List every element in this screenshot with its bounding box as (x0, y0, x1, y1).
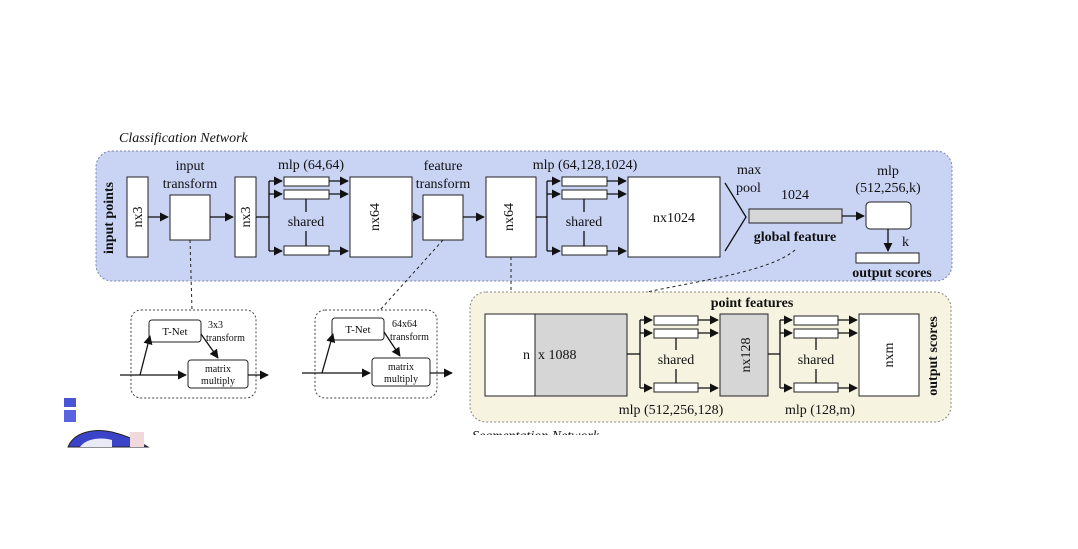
global-feature-label: global feature (754, 230, 837, 245)
mlp-64-64-label: mlp (64,64) (278, 158, 344, 173)
n-x-1088-white (484, 313, 536, 397)
input-points-label: input points (102, 181, 117, 254)
dim-1024-label: 1024 (781, 188, 809, 203)
input-transform-label-2: transform (163, 177, 218, 192)
tnet-input-box (148, 319, 202, 343)
nxm-label: nxm (882, 342, 897, 367)
tnet-feature-transform-1: 64x64 (392, 319, 417, 330)
logo-fragment-icon (64, 398, 150, 448)
n-x-1088-gray (534, 313, 628, 397)
tnet-feature-matmul-1: matrix (388, 362, 414, 373)
nx1024-label: nx1024 (653, 211, 695, 226)
segmentation-title-clip: Segmentation Network (472, 429, 600, 444)
x1088-label: x 1088 (538, 348, 577, 363)
segmentation-title: Segmentation Network (472, 429, 600, 444)
nxm-box (858, 313, 920, 397)
tnet-input-transform-2: transform (206, 333, 245, 344)
mlp2-unit-1 (561, 176, 608, 187)
seg-mlp1-unit-2 (653, 328, 699, 339)
tnet-feature-arrows (302, 331, 453, 378)
seg-mlp2-unit-3 (793, 382, 839, 393)
tnet-feature-box (331, 317, 385, 341)
k-label: k (902, 235, 909, 250)
seg-shared-label-1: shared (658, 353, 695, 368)
seg-mlp-128-m-label: mlp (128,m) (785, 403, 855, 418)
shared-label-2: shared (566, 215, 603, 230)
nx64-box-a (349, 176, 413, 258)
tnet-feature-matmul-2: multiply (384, 374, 418, 385)
feature-transform-label-1: feature (424, 159, 463, 174)
output-scores-bar (855, 252, 920, 264)
mlp2-unit-3 (561, 245, 608, 256)
nx3-label-a: nx3 (131, 207, 146, 228)
tnet-input-matmul-box (187, 359, 249, 389)
seg-mlp-512-256-128-label: mlp (512,256,128) (619, 403, 724, 418)
nx1024-box (627, 176, 721, 258)
mlp1-unit-3 (283, 245, 330, 256)
output-scores-label: output scores (852, 266, 932, 281)
max-pool-label-2: pool (736, 181, 761, 196)
tnet-feature-label: T-Net (345, 324, 370, 336)
tnet-input-transform-1: 3x3 (208, 320, 223, 331)
input-transform-label-1: input (176, 159, 205, 174)
point-features-label: point features (711, 296, 794, 311)
classification-title: Classification Network (119, 131, 249, 146)
tnet-input-matmul-2: multiply (201, 376, 235, 387)
tnet-feature-transform-2: transform (390, 332, 429, 343)
mlp-512-256-k-label-1: mlp (877, 164, 899, 179)
mlp3-box (865, 201, 912, 230)
global-feature-bar (748, 208, 843, 224)
feature-transform-label-2: transform (416, 177, 471, 192)
tnet-input-arrows (120, 333, 269, 380)
input-transform-box (169, 194, 211, 241)
mlp-64-128-1024-label: mlp (64,128,1024) (533, 158, 638, 173)
nx3-label-b: nx3 (239, 207, 254, 228)
seg-mlp1-unit-1 (653, 315, 699, 326)
nx128-box (719, 313, 769, 397)
max-pool-chevron (724, 182, 747, 252)
mlp-512-256-k-label-2: (512,256,k) (855, 181, 921, 196)
mlp1-unit-1 (283, 176, 330, 187)
tnet-input-matmul-1: matrix (205, 364, 231, 375)
shared-label-1: shared (288, 215, 325, 230)
nx128-label: nx128 (739, 338, 754, 373)
mlp2-unit-2 (561, 189, 608, 200)
tnet-input-label: T-Net (162, 326, 187, 338)
seg-mlp2-unit-1 (793, 315, 839, 326)
mlp1-unit-2 (283, 189, 330, 200)
nx64-label-a: nx64 (368, 203, 383, 231)
classification-arrows (148, 176, 893, 256)
n-label: n (523, 348, 530, 363)
global-feature-to-seg-connector (581, 249, 796, 312)
seg-mlp1-unit-3 (653, 382, 699, 393)
seg-mlp2-unit-2 (793, 328, 839, 339)
feature-tnet-connector (379, 239, 444, 311)
seg-shared-label-2: shared (798, 353, 835, 368)
nx64-label-b: nx64 (502, 203, 517, 231)
feature-transform-box (422, 194, 464, 241)
tnet-feature-matmul-box (371, 357, 431, 387)
seg-output-scores-label: output scores (926, 316, 941, 396)
segmentation-arrows (627, 315, 858, 393)
max-pool-label-1: max (737, 163, 761, 178)
